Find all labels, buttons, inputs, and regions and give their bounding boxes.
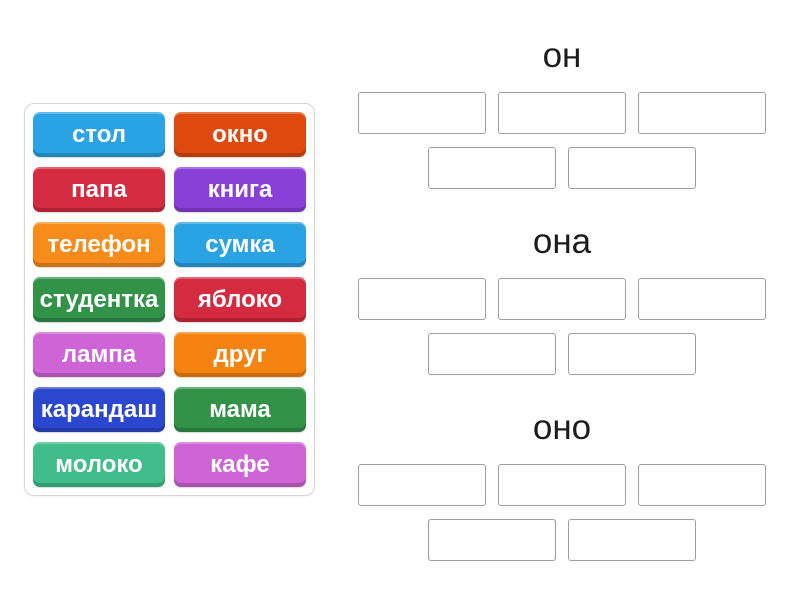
group-on-slot-row-1 (358, 92, 766, 134)
drop-slot[interactable] (638, 92, 766, 134)
group-on-header: он (542, 36, 582, 75)
tile-studentka[interactable]: студентка (33, 277, 165, 322)
drop-slot[interactable] (358, 92, 486, 134)
drop-slot[interactable] (358, 278, 486, 320)
tile-yabloko[interactable]: яблоко (174, 277, 306, 322)
drop-slot[interactable] (428, 147, 556, 189)
tile-moloko[interactable]: молоко (33, 442, 165, 487)
tile-lampa[interactable]: лампа (33, 332, 165, 377)
group-ono: оно (358, 408, 766, 561)
drop-slot[interactable] (428, 519, 556, 561)
drop-slot[interactable] (568, 147, 696, 189)
drop-slot[interactable] (568, 519, 696, 561)
word-bank-panel: стол окно папа книга телефон сумка студе… (24, 103, 315, 496)
tile-telefon[interactable]: телефон (33, 222, 165, 267)
drop-slot[interactable] (638, 464, 766, 506)
tile-drug[interactable]: друг (174, 332, 306, 377)
drop-slot[interactable] (638, 278, 766, 320)
group-on-slot-row-2 (358, 147, 766, 189)
drop-slot[interactable] (498, 92, 626, 134)
tile-kniga[interactable]: книга (174, 167, 306, 212)
group-ona: она (358, 222, 766, 375)
drop-slot[interactable] (358, 464, 486, 506)
drop-slot[interactable] (568, 333, 696, 375)
tile-stol[interactable]: стол (33, 112, 165, 157)
group-ona-slot-row-2 (358, 333, 766, 375)
drop-slot[interactable] (428, 333, 556, 375)
drop-slot[interactable] (498, 278, 626, 320)
drop-slot[interactable] (498, 464, 626, 506)
group-ono-slot-row-1 (358, 464, 766, 506)
tile-kafe[interactable]: кафе (174, 442, 306, 487)
tile-papa[interactable]: папа (33, 167, 165, 212)
tile-okno[interactable]: окно (174, 112, 306, 157)
tile-mama[interactable]: мама (174, 387, 306, 432)
group-on: он (358, 36, 766, 189)
group-ono-slot-row-2 (358, 519, 766, 561)
tile-sumka[interactable]: сумка (174, 222, 306, 267)
group-ona-slot-row-1 (358, 278, 766, 320)
tile-karandash[interactable]: карандаш (33, 387, 165, 432)
group-ona-header: она (532, 222, 592, 261)
group-ono-header: оно (532, 408, 592, 447)
